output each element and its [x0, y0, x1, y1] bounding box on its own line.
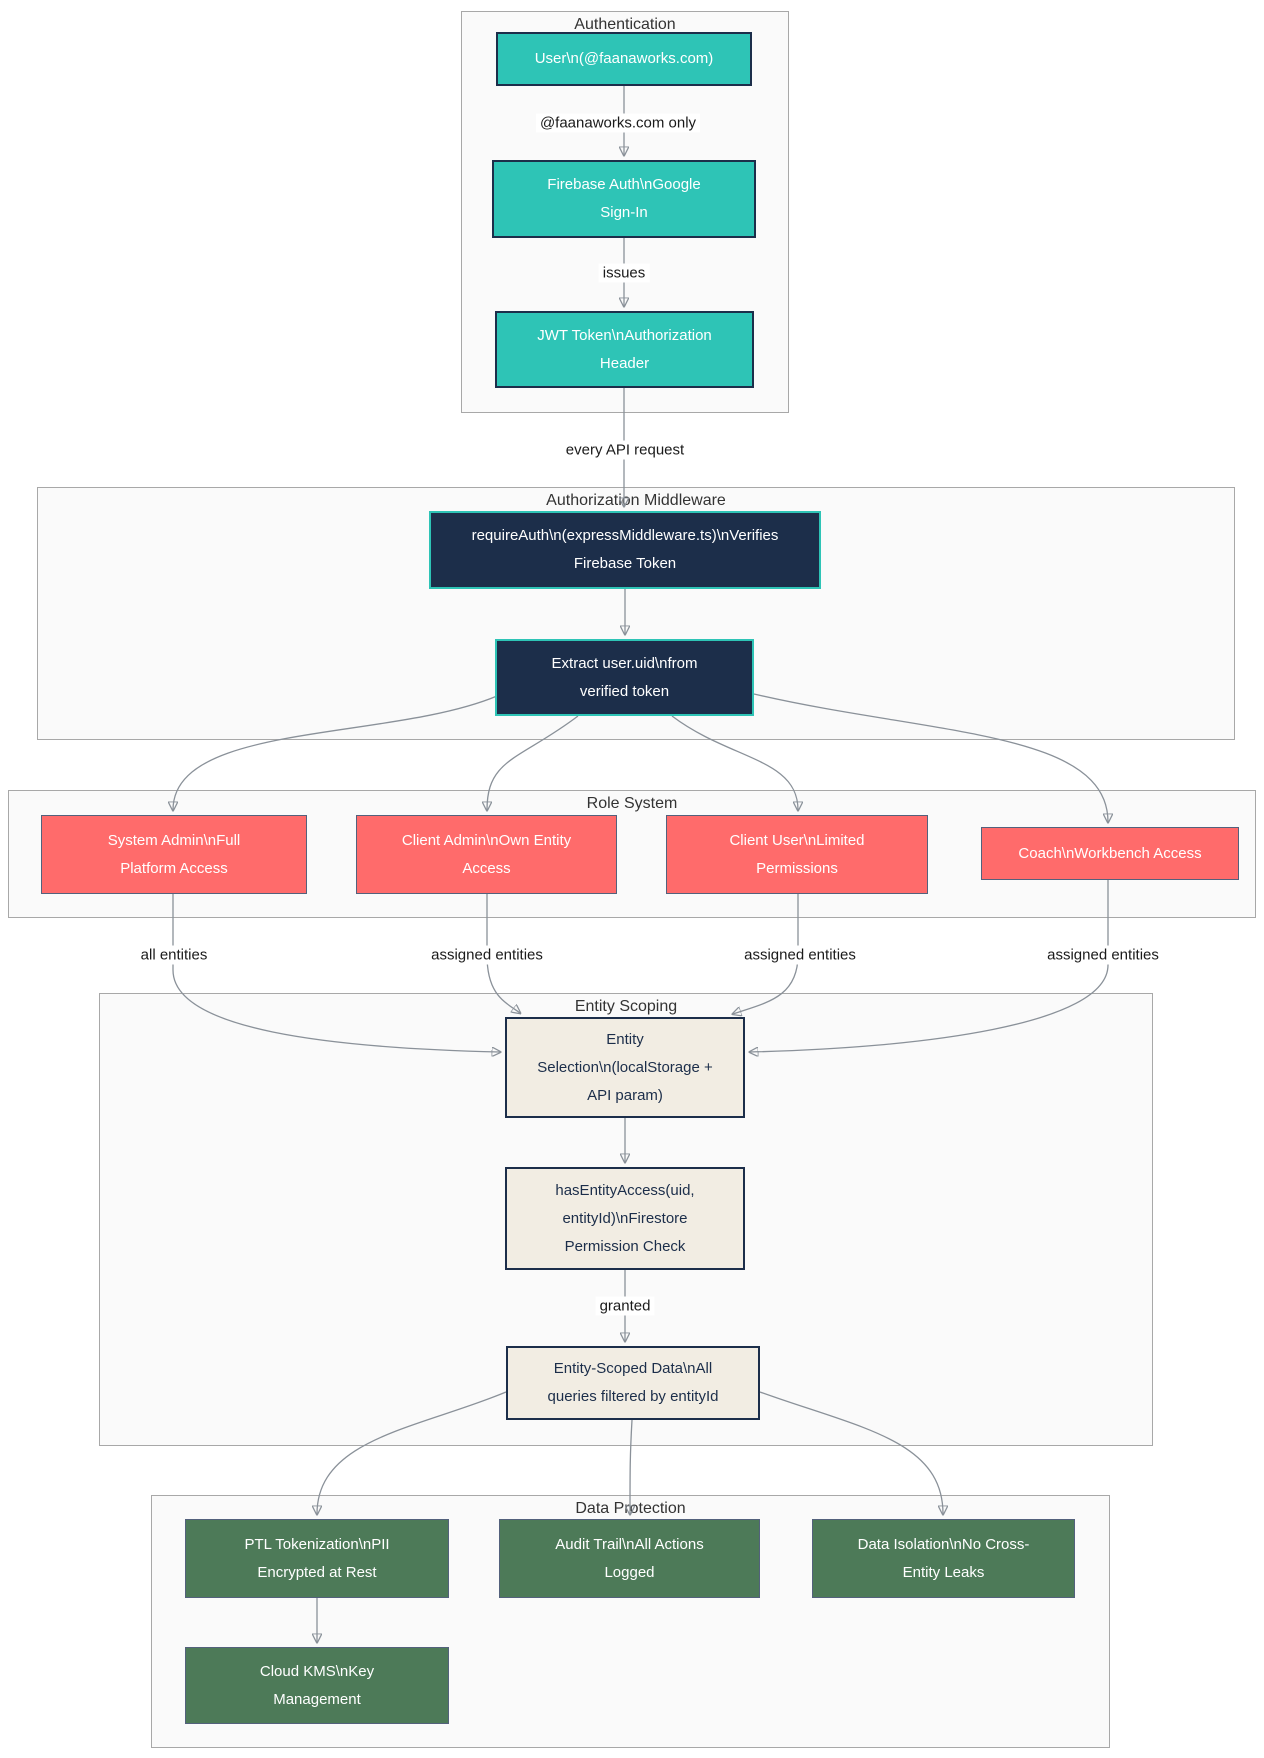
node-line: Sign-In — [600, 204, 648, 221]
node-cloud-kms: Cloud KMS\nKey Management — [185, 1647, 449, 1724]
node-firebase-auth: Firebase Auth\nGoogle Sign-In — [492, 160, 756, 238]
edge-coach-to-selection — [750, 880, 1109, 1052]
node-line: Extract user.uid\nfrom — [551, 654, 698, 672]
node-line: Entity-Scoped Data\nAll — [553, 1360, 713, 1377]
node-line: Coach\nWorkbench Access — [1018, 844, 1202, 862]
node-client-user: Client User\nLimited Permissions — [666, 815, 928, 894]
node-audit-trail: Audit Trail\nAll Actions Logged — [499, 1519, 760, 1598]
edge-scoped-to-ptl — [317, 1391, 507, 1514]
node-line: System Admin\nFull — [107, 831, 241, 849]
edge-label-issues: issues — [598, 263, 650, 283]
edge-label-every-api-request: every API request — [561, 440, 689, 460]
edge-label-faanaworks-only: @faanaworks.com only — [535, 113, 701, 133]
group-title-entity-scoping: Entity Scoping — [574, 998, 678, 1015]
node-user: User\n(@faanaworks.com) — [496, 32, 752, 86]
node-line: entityId)\nFirestore — [562, 1209, 688, 1227]
edge-scoped-to-audit — [630, 1419, 632, 1514]
node-line: Permissions — [756, 859, 838, 877]
node-coach: Coach\nWorkbench Access — [981, 827, 1239, 880]
node-line: hasEntityAccess(uid, — [555, 1181, 695, 1199]
edge-extract-to-coach — [753, 693, 1108, 822]
group-title-authentication: Authentication — [574, 16, 676, 33]
node-require-auth: requireAuth\n(expressMiddleware.ts)\nVer… — [429, 511, 821, 589]
node-system-admin: System Admin\nFull Platform Access — [41, 815, 307, 894]
node-line: JWT Token\nAuthorization — [537, 326, 712, 344]
edge-label-assigned-entities-2: assigned entities — [740, 945, 860, 965]
node-line: queries filtered by entityId — [547, 1388, 719, 1405]
node-line: Permission Check — [564, 1237, 686, 1255]
node-line: Header — [599, 354, 650, 372]
node-line: Cloud KMS\nKey — [259, 1662, 375, 1680]
node-line: PTL Tokenization\nPII — [244, 1535, 390, 1553]
edge-label-assigned-entities-3: assigned entities — [1043, 945, 1163, 965]
node-line: Audit Trail\nAll Actions — [555, 1535, 704, 1553]
node-ptl-tokenization: PTL Tokenization\nPII Encrypted at Rest — [185, 1519, 449, 1598]
edge-label-granted: granted — [595, 1296, 655, 1316]
node-jwt-token: JWT Token\nAuthorization Header — [495, 311, 754, 388]
edge-scoped-to-isolation — [759, 1391, 943, 1514]
node-line: verified token — [579, 682, 670, 700]
group-title-authorization-middleware: Authorization Middleware — [546, 492, 726, 509]
node-line: Logged — [604, 1563, 655, 1581]
node-data-isolation: Data Isolation\nNo Cross- Entity Leaks — [812, 1519, 1075, 1598]
edge-extract-to-client-admin — [487, 715, 579, 810]
node-line: Management — [273, 1690, 361, 1708]
node-entity-selection: Entity Selection\n(localStorage + API pa… — [505, 1017, 745, 1118]
node-entity-scoped-data: Entity-Scoped Data\nAll queries filtered… — [506, 1346, 760, 1420]
node-client-admin: Client Admin\nOwn Entity Access — [356, 815, 617, 894]
edge-system-admin-to-selection — [172, 894, 500, 1052]
edge-extract-to-system-admin — [173, 695, 498, 810]
node-has-entity-access: hasEntityAccess(uid, entityId)\nFirestor… — [505, 1167, 745, 1270]
node-line: Encrypted at Rest — [257, 1563, 377, 1581]
edge-extract-to-client-user — [671, 715, 798, 810]
node-extract-uid: Extract user.uid\nfrom verified token — [495, 639, 754, 716]
node-line: Entity Leaks — [902, 1563, 985, 1581]
node-line: Selection\n(localStorage + — [537, 1058, 713, 1076]
node-line: Access — [462, 859, 511, 877]
node-line: requireAuth\n(expressMiddleware.ts)\nVer… — [471, 527, 779, 544]
node-line: API param) — [587, 1086, 663, 1104]
group-title-role-system: Role System — [586, 795, 678, 812]
edge-label-all-entities: all entities — [136, 945, 212, 965]
node-line: Data Isolation\nNo Cross- — [857, 1535, 1030, 1553]
node-line: Firebase Token — [573, 555, 677, 572]
node-line: Entity — [606, 1030, 644, 1048]
node-line: Client Admin\nOwn Entity — [401, 831, 572, 849]
node-line: Firebase Auth\nGoogle — [547, 176, 701, 193]
node-line: User\n(@faanaworks.com) — [534, 50, 714, 67]
node-line: Platform Access — [120, 859, 228, 877]
edge-label-assigned-entities-1: assigned entities — [427, 945, 547, 965]
node-line: Client User\nLimited — [729, 831, 865, 849]
